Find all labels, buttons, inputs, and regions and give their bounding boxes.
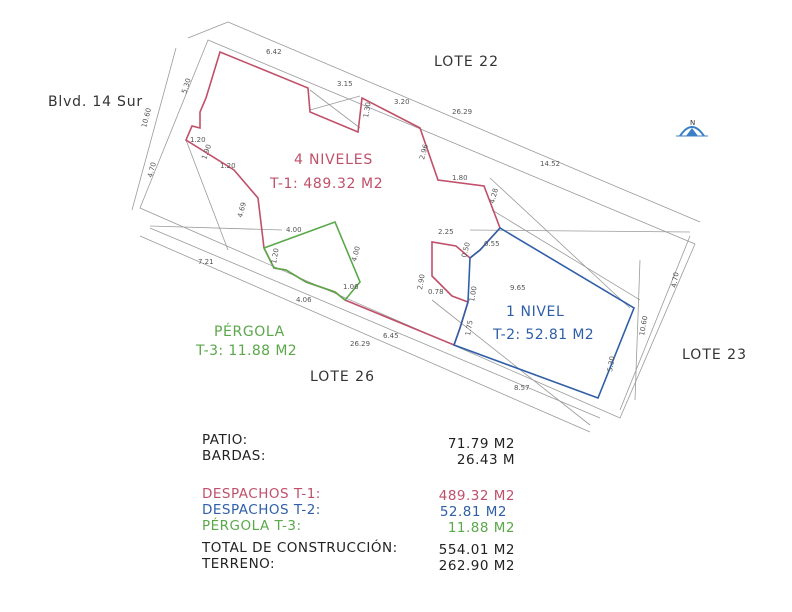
dim: 0.50 bbox=[460, 241, 472, 258]
dim: 4.70 bbox=[146, 161, 158, 178]
dim: 1.20 bbox=[190, 136, 206, 144]
t3-label: PÉRGOLA T-3: bbox=[202, 518, 302, 534]
dim: 14.52 bbox=[540, 160, 560, 168]
summary-labels: PATIO: BARDAS: DESPACHOS T-1: DESPACHOS … bbox=[202, 432, 398, 572]
dim: 4.00 bbox=[286, 226, 302, 234]
zone-t1-outline bbox=[184, 50, 501, 347]
zone-t2-area: T-2: 52.81 M2 bbox=[492, 327, 594, 343]
terreno-value: 262.90 M2 bbox=[438, 558, 515, 574]
dim: 0.78 bbox=[428, 288, 444, 296]
total-value: 554.01 M2 bbox=[438, 542, 515, 558]
north-arrow-icon: N bbox=[676, 119, 708, 137]
lote26-label: LOTE 26 bbox=[310, 369, 375, 385]
svg-text:N: N bbox=[690, 119, 695, 127]
dim: 1.80 bbox=[452, 174, 468, 182]
t2-label: DESPACHOS T-2: bbox=[202, 502, 321, 518]
zone-t2-outline bbox=[452, 226, 635, 400]
bardas-label: BARDAS: bbox=[202, 448, 266, 464]
dim: 3.15 bbox=[337, 80, 353, 88]
dim: 26.29 bbox=[452, 108, 472, 116]
terreno-label: TERRENO: bbox=[202, 556, 276, 572]
zone-t2-title: 1 NIVEL bbox=[506, 304, 564, 320]
dim: 1.06 bbox=[343, 283, 359, 291]
dim: 2.25 bbox=[438, 228, 454, 236]
lote22-label: LOTE 22 bbox=[434, 54, 499, 70]
dim: 0.55 bbox=[484, 240, 500, 248]
dim: 10.60 bbox=[638, 315, 649, 336]
dim: 5.30 bbox=[606, 356, 617, 373]
t3-value: 11.88 M2 bbox=[447, 520, 515, 536]
zone-t3-title: PÉRGOLA bbox=[214, 323, 285, 340]
dim: 7.21 bbox=[198, 258, 214, 266]
summary-values: 71.79 M2 26.43 M 489.32 M2 52.81 M2 11.8… bbox=[410, 436, 515, 574]
zone-t1-title: 4 NIVELES bbox=[294, 152, 373, 168]
dim: 1.75 bbox=[464, 320, 475, 337]
dim: 1.90 bbox=[200, 143, 213, 160]
lote23-label: LOTE 23 bbox=[682, 347, 747, 363]
dim: 26.29 bbox=[350, 340, 370, 348]
dim: 4.69 bbox=[236, 201, 248, 218]
dim: 10.60 bbox=[140, 107, 153, 128]
total-label: TOTAL DE CONSTRUCCIÓN: bbox=[202, 540, 398, 556]
dim: 3.20 bbox=[394, 98, 410, 106]
zone-t3-outline bbox=[262, 220, 361, 302]
dim: 4.28 bbox=[488, 187, 500, 204]
patio-value: 71.79 M2 bbox=[447, 436, 515, 452]
patio-label: PATIO: bbox=[202, 432, 248, 448]
dimension-labels: 6.42 5.30 3.15 3.20 26.29 1.30 1.20 1.90… bbox=[140, 48, 680, 392]
street-label: Blvd. 14 Sur bbox=[48, 94, 143, 110]
dim: 4.70 bbox=[670, 272, 681, 289]
dim: 4.06 bbox=[296, 296, 312, 304]
dim: 6.45 bbox=[383, 332, 399, 340]
dim: 1.00 bbox=[468, 286, 479, 303]
dim: 2.96 bbox=[418, 143, 430, 161]
dim: 4.00 bbox=[350, 245, 362, 262]
bardas-value: 26.43 M bbox=[456, 452, 515, 468]
t1-label: DESPACHOS T-1: bbox=[202, 486, 321, 502]
dim: 2.90 bbox=[416, 274, 427, 291]
dim: 8.57 bbox=[514, 384, 530, 392]
dim: 9.65 bbox=[510, 284, 526, 292]
t2-value: 52.81 M2 bbox=[439, 504, 507, 520]
dim: 1.20 bbox=[220, 162, 236, 170]
t1-value: 489.32 M2 bbox=[438, 488, 515, 504]
zone-t1-area: T-1: 489.32 M2 bbox=[269, 176, 383, 192]
dim: 1.30 bbox=[362, 102, 373, 119]
zone-t3-area: T-3: 11.88 M2 bbox=[195, 343, 297, 359]
dim: 1.20 bbox=[270, 248, 281, 265]
dim: 5.30 bbox=[180, 77, 192, 94]
lot-boundary bbox=[131, 21, 701, 433]
dim: 6.42 bbox=[266, 48, 282, 56]
